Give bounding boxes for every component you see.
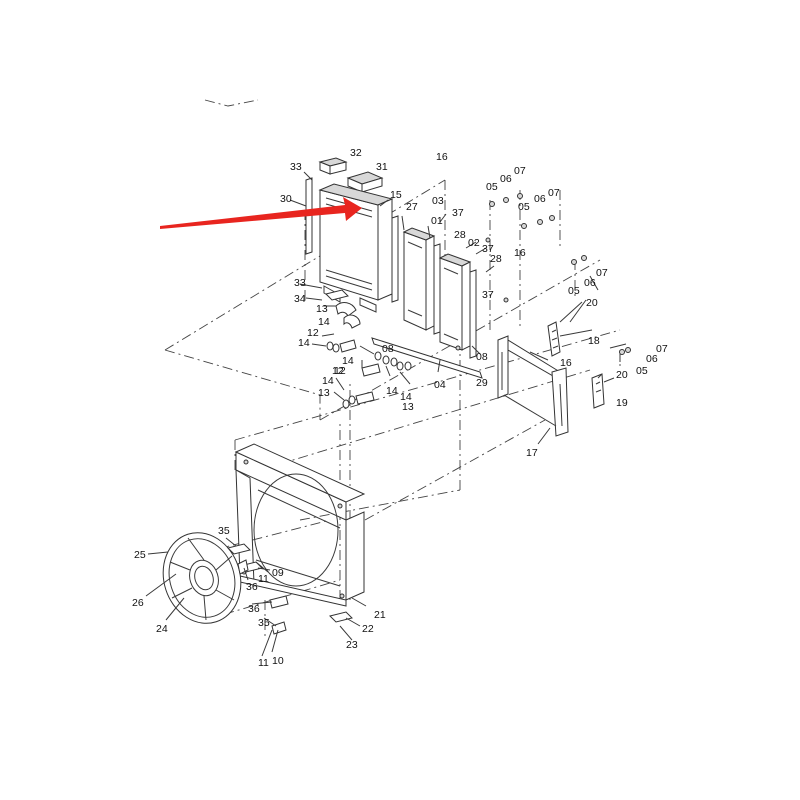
part-label: 20 <box>616 369 628 381</box>
part-label: 06 <box>584 277 596 289</box>
part-label: 05 <box>568 285 580 297</box>
part-label: 01 <box>431 215 443 227</box>
part-label: 06 <box>534 193 546 205</box>
part-label: 26 <box>132 597 144 609</box>
part-label: 16 <box>436 151 448 163</box>
part-label: 20 <box>586 297 598 309</box>
part-label: 25 <box>134 549 146 561</box>
rod-29 <box>371 337 483 379</box>
part-label: 06 <box>646 353 658 365</box>
part-label: 37 <box>482 289 494 301</box>
part-label: 14 <box>400 391 412 403</box>
part-label: 35 <box>218 525 230 537</box>
cooler-01 <box>402 227 436 331</box>
frame-17 <box>497 335 569 437</box>
small-pads <box>227 543 353 635</box>
part-label: 09 <box>272 567 284 579</box>
part-label: 23 <box>346 639 358 651</box>
part-label: 35 <box>258 617 270 629</box>
part-label: 33 <box>290 161 302 173</box>
screws <box>455 193 631 355</box>
part-label: 32 <box>350 147 362 159</box>
part-label: 12 <box>307 327 319 339</box>
part-label: 11 <box>258 657 269 669</box>
part-label: 19 <box>616 397 628 409</box>
part-label: 31 <box>376 161 388 173</box>
part-label: 14 <box>318 316 330 328</box>
part-label: 24 <box>156 623 168 635</box>
part-label: 10 <box>272 655 284 667</box>
bracket-19 <box>591 373 605 409</box>
pad-31 <box>346 171 384 193</box>
part-label: 05 <box>518 201 530 213</box>
part-label: 07 <box>656 343 668 355</box>
leader-lines <box>145 171 627 657</box>
part-label: 28 <box>454 229 466 241</box>
part-label: 34 <box>294 293 306 305</box>
part-label: 08 <box>382 343 394 355</box>
hose-parts <box>325 289 412 409</box>
part-label: 18 <box>588 335 600 347</box>
part-label: 14 <box>322 375 334 387</box>
part-label: 12 <box>332 365 344 377</box>
part-label: 13 <box>316 303 328 315</box>
part-label: 07 <box>548 187 560 199</box>
highlight-arrow <box>160 197 362 229</box>
part-label: 06 <box>500 173 512 185</box>
cooler-02 <box>438 253 472 351</box>
bracket-18 <box>547 321 561 357</box>
pad-32 <box>318 157 348 175</box>
part-label: 28 <box>490 253 502 265</box>
part-label: 29 <box>476 377 488 389</box>
part-label: 17 <box>526 447 538 459</box>
part-label: 15 <box>390 189 402 201</box>
fan-guard <box>162 532 242 624</box>
corner-mark <box>204 99 259 107</box>
part-label: 13 <box>402 401 414 413</box>
part-label: 12 <box>334 365 346 377</box>
part-label: 07 <box>514 165 526 177</box>
part-label: 36 <box>248 603 260 615</box>
fan-frame <box>234 443 366 607</box>
part-label: 07 <box>596 267 608 279</box>
part-label: 13 <box>318 387 330 399</box>
part-label: 05 <box>636 365 648 377</box>
seal-strip-27 <box>391 215 399 303</box>
part-label: 30 <box>280 193 292 205</box>
radiator-core <box>318 183 394 313</box>
part-label: 08 <box>476 351 488 363</box>
part-label: 22 <box>362 623 374 635</box>
seal-strip-28-b <box>469 269 477 359</box>
part-label: 14 <box>298 337 310 349</box>
part-label: 16 <box>514 247 526 259</box>
part-label: 16 <box>560 357 572 369</box>
part-label: 04 <box>434 379 446 391</box>
part-label: 37 <box>482 243 494 255</box>
seal-strip-28 <box>433 243 441 335</box>
part-label: 02 <box>468 237 480 249</box>
part-label: 14 <box>386 385 398 397</box>
part-label: 36 <box>246 581 258 593</box>
part-label: 21 <box>374 609 386 621</box>
part-label: 27 <box>406 201 418 213</box>
part-label: 37 <box>452 207 464 219</box>
part-label: 14 <box>342 355 354 367</box>
part-label: 11 <box>258 573 269 585</box>
part-label: 33 <box>294 277 306 289</box>
part-label: 05 <box>486 181 498 193</box>
part-label: 03 <box>432 195 444 207</box>
